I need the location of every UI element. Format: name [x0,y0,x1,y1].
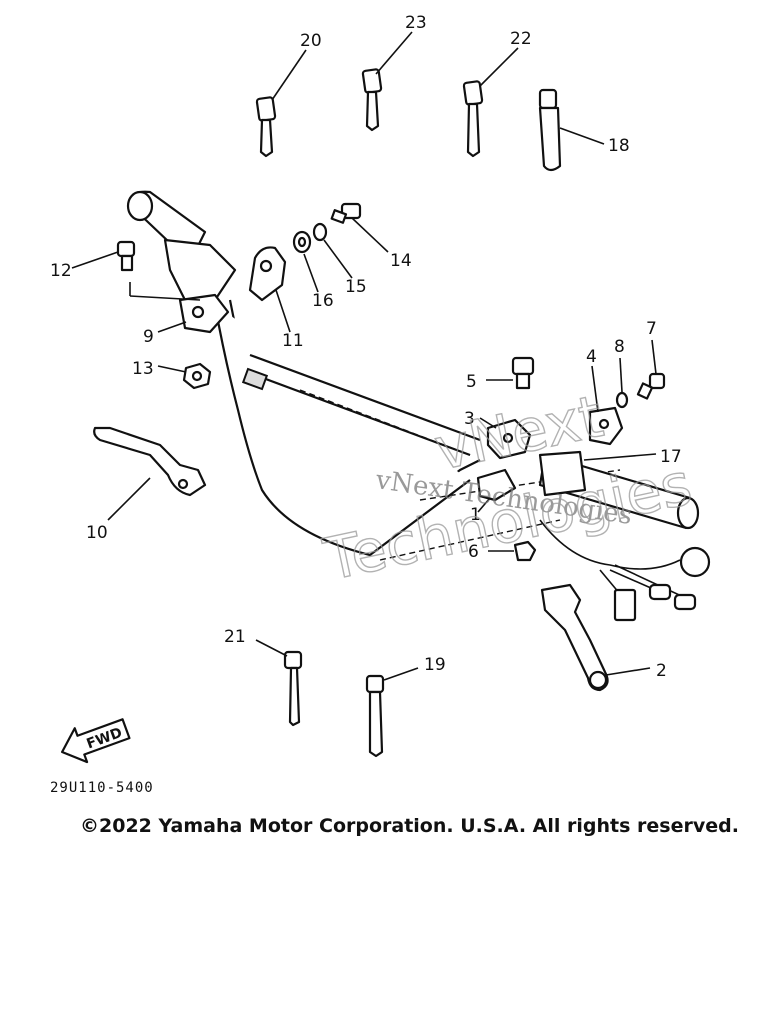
bolt-12 [116,240,136,272]
nut-13 [182,362,212,390]
copyright-notice: ©2022 Yamaha Motor Corporation. U.S.A. A… [80,815,739,837]
key-23 [361,68,383,132]
callout-12: 12 [50,261,72,281]
callout-7: 7 [646,319,657,339]
callout-1: 1 [470,505,481,525]
handlebar [126,190,621,561]
callout-22: 22 [510,29,532,49]
callout-20: 20 [300,31,322,51]
callout-19: 19 [424,655,446,675]
key-20 [255,96,277,158]
fwd-arrow-icon: FWD [61,718,131,764]
holder-1 [476,468,517,502]
callout-17: 17 [660,447,682,467]
lever-2 [540,583,609,692]
callout-15: 15 [345,277,367,297]
callout-10: 10 [86,523,108,543]
washer-15 [312,222,328,242]
key-22 [462,80,484,158]
key-19 [365,674,385,758]
bolt-5 [511,356,535,390]
callout-18: 18 [608,136,630,156]
clamp-11 [248,246,287,302]
wire-harness [539,519,711,622]
callout-23: 23 [405,13,427,33]
callout-11: 11 [282,331,304,351]
callout-14: 14 [390,251,412,271]
callout-2: 2 [656,661,667,681]
washer-16 [292,230,312,254]
nut-6 [513,540,537,562]
clamp-3 [486,418,532,460]
throttle-grip-17 [538,450,700,530]
key-18 [538,88,562,172]
callout-4: 4 [586,347,597,367]
watermark: vNext Technologies vNext Technologies [317,381,698,594]
callout-5: 5 [466,372,477,392]
callout-labels: 20 23 22 18 12 14 15 16 11 9 13 10 5 3 4… [50,13,682,681]
lever-10 [93,426,207,497]
bolt-14 [330,202,362,224]
part-code: 29U110-5400 [50,780,154,796]
callout-13: 13 [132,359,154,379]
key-21 [283,650,303,727]
callout-16: 16 [312,291,334,311]
callout-21: 21 [224,627,246,647]
callout-6: 6 [468,542,479,562]
callout-8: 8 [614,337,625,357]
bracket-9 [178,293,230,334]
screw-7 [636,372,666,400]
clamp-4 [588,406,624,446]
washer-8 [615,391,629,409]
callout-9: 9 [143,327,154,347]
leader-lines [71,31,657,681]
callout-3: 3 [464,409,475,429]
